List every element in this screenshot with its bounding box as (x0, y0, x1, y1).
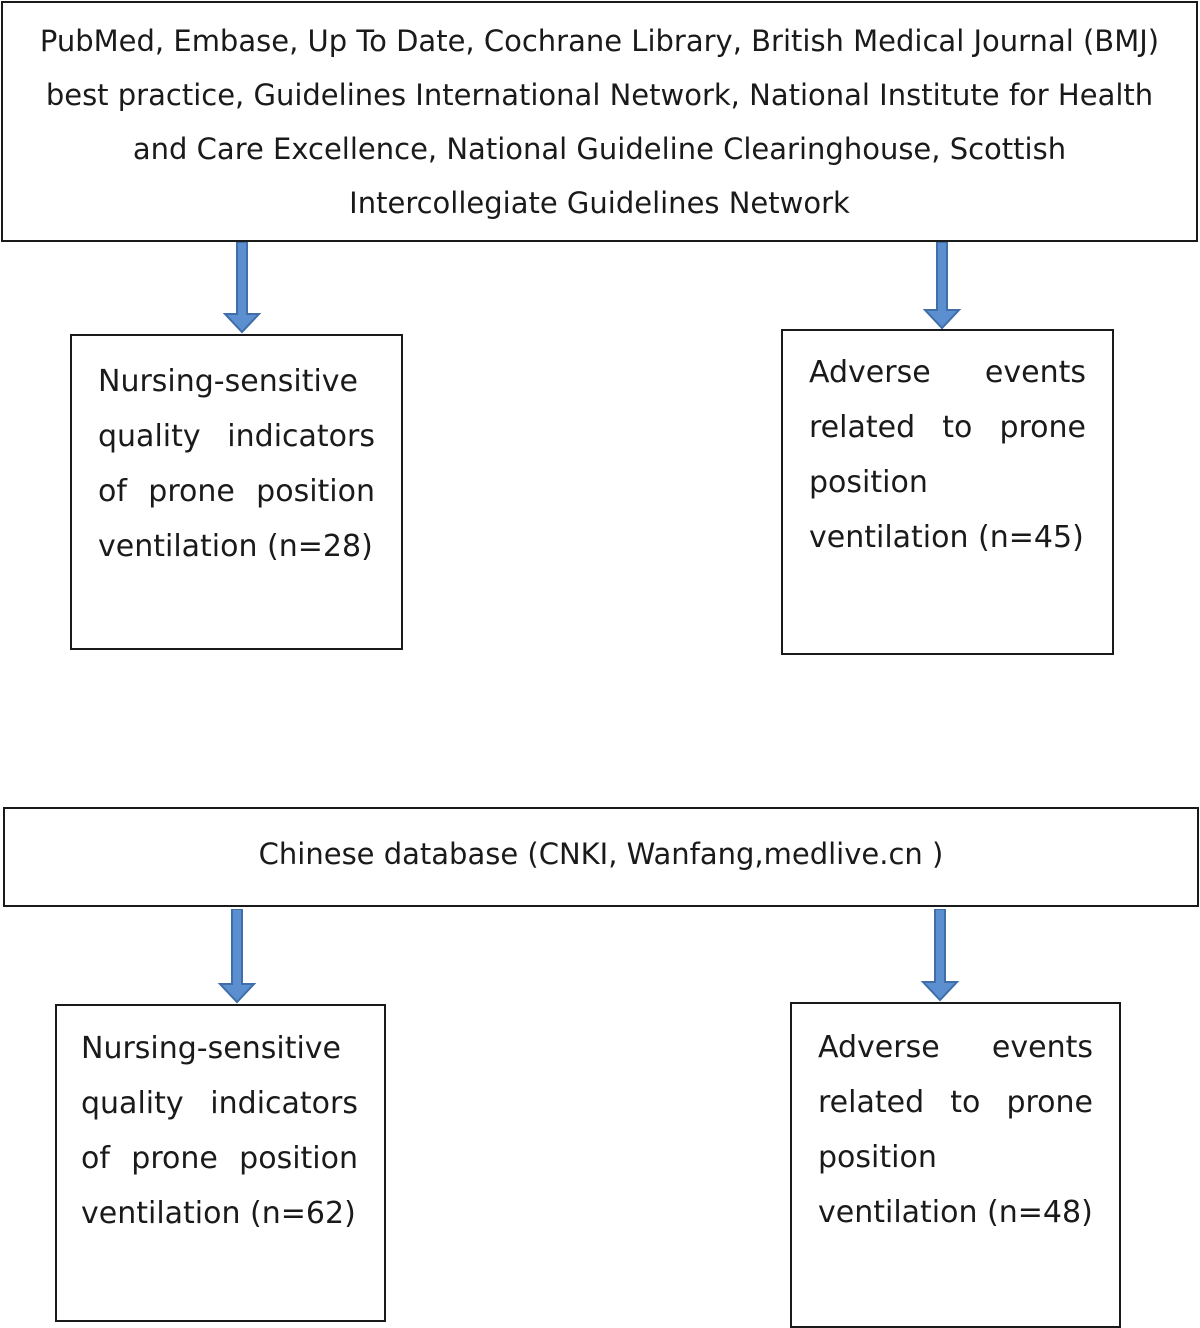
chinese-quality-indicators-box: Nursing-sensitive quality indicators of … (55, 1004, 386, 1322)
international-databases-box: PubMed, Embase, Up To Date, Cochrane Lib… (1, 1, 1198, 242)
chinese-adverse-events-text: Adverse events related to prone position… (818, 1030, 1093, 1230)
chinese-databases-text: Chinese database (CNKI, Wanfang,medlive.… (258, 837, 944, 871)
international-quality-indicators-text: Nursing-sensitive quality indicators of … (98, 364, 375, 564)
arrow-down-icon (217, 909, 257, 1004)
chinese-quality-indicators-text: Nursing-sensitive quality indicators of … (81, 1031, 358, 1231)
international-quality-indicators-box: Nursing-sensitive quality indicators of … (70, 334, 403, 650)
international-adverse-events-box: Adverse events related to prone position… (781, 329, 1114, 655)
arrow-down-icon (222, 242, 262, 334)
chinese-adverse-events-box: Adverse events related to prone position… (790, 1002, 1121, 1328)
international-adverse-events-text: Adverse events related to prone position… (809, 355, 1086, 555)
arrow-down-icon (920, 909, 960, 1002)
chinese-databases-box: Chinese database (CNKI, Wanfang,medlive.… (3, 807, 1199, 907)
arrow-down-icon (922, 242, 962, 330)
international-databases-text: PubMed, Embase, Up To Date, Cochrane Lib… (39, 23, 1160, 220)
